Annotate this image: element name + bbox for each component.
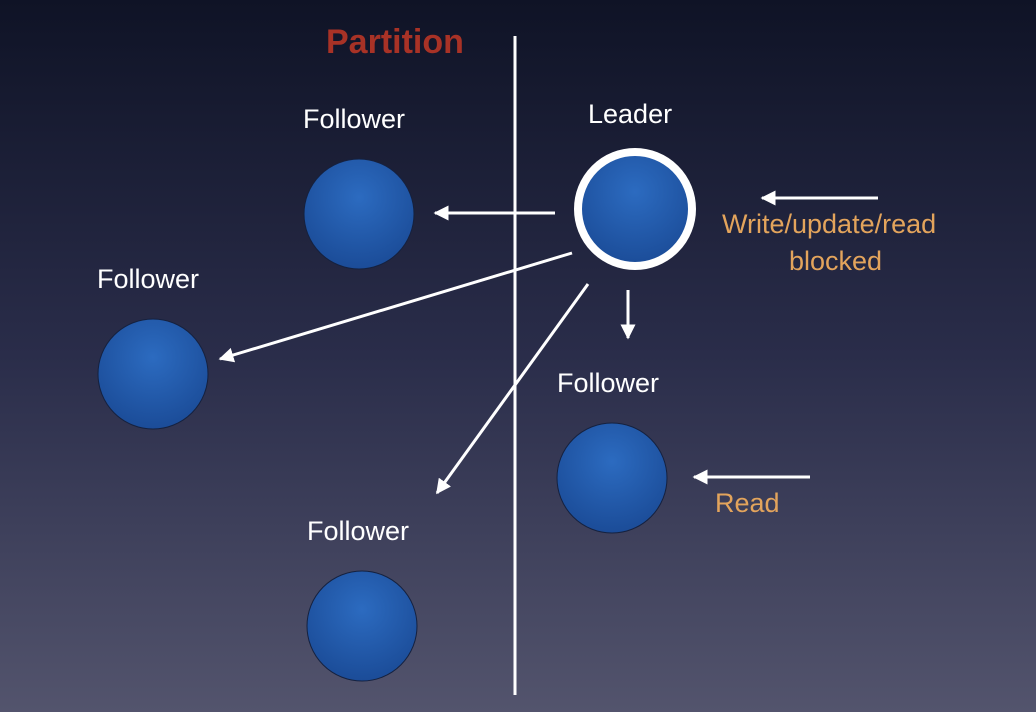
arrow-leader-to-follower-left: [218, 251, 573, 363]
follower-right-node: [556, 422, 668, 534]
arrow-leader-to-follower-bottom: [435, 283, 590, 495]
follower-left-label: Follower: [97, 264, 200, 294]
follower-top-label: Follower: [303, 104, 406, 134]
read-label: Read: [715, 488, 780, 518]
write-blocked-label-line1: Write/update/read: [722, 209, 937, 239]
follower-top-node: [303, 158, 415, 270]
write-blocked-label-line2: blocked: [789, 246, 883, 276]
follower-bottom-label: Follower: [307, 516, 410, 546]
follower-left-node: [97, 318, 209, 430]
leader-label: Leader: [588, 99, 673, 129]
follower-right-label: Follower: [557, 368, 660, 398]
partition-title: Partition: [326, 23, 464, 61]
leader-node: [574, 148, 696, 270]
follower-bottom-node: [306, 570, 418, 682]
